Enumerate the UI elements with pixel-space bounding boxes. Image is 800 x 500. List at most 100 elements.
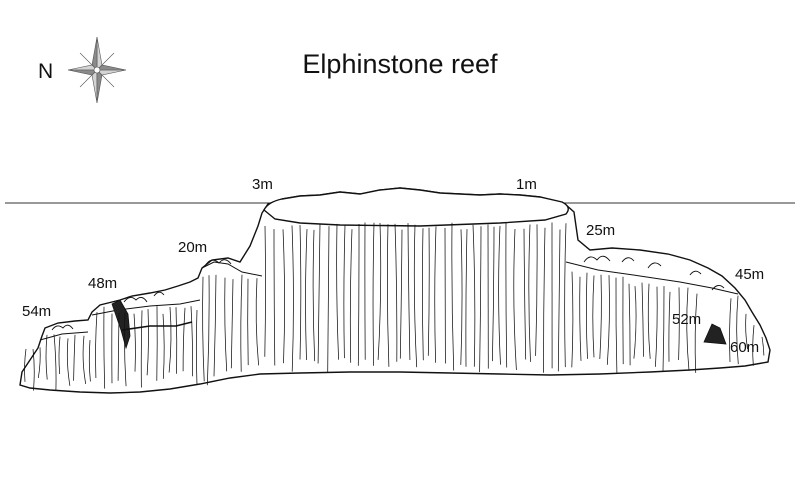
wall-striation: [451, 222, 455, 371]
wall-striation: [492, 226, 495, 362]
depth-label-20m: 20m: [178, 239, 207, 256]
wall-striation: [761, 336, 765, 356]
wall-striation: [349, 229, 353, 363]
wall-striation: [606, 275, 610, 365]
wall-striation: [399, 229, 403, 359]
wall-striation: [53, 334, 57, 391]
wall-striation: [327, 226, 330, 373]
wall-striation: [752, 325, 755, 366]
wall-striation: [678, 287, 680, 361]
wall-striation: [202, 276, 205, 382]
wall-striation: [140, 310, 143, 388]
wall-striation: [146, 309, 149, 376]
depth-label-60m: 60m: [730, 339, 759, 356]
wall-striation: [615, 277, 618, 374]
wall-striation: [95, 312, 98, 379]
wall-striation: [32, 349, 35, 391]
wall-striation: [523, 228, 527, 360]
reef-ledge-east: [565, 261, 739, 295]
wall-striation: [407, 223, 411, 361]
wall-striation: [66, 338, 71, 386]
wall-striation: [343, 225, 346, 359]
reef-plateau: [263, 187, 569, 227]
wall-striation: [317, 223, 321, 364]
wall-striation: [224, 277, 228, 372]
coral-heads: [51, 255, 725, 331]
wall-striation: [535, 224, 538, 356]
wall-striation: [357, 223, 360, 366]
wall-striation: [641, 282, 644, 357]
depth-label-1m: 1m: [516, 176, 537, 193]
wall-striation: [133, 313, 136, 372]
depth-label-25m: 25m: [586, 222, 615, 239]
wall-striation: [124, 311, 127, 387]
wall-striation: [273, 229, 276, 366]
wall-striation: [505, 222, 508, 368]
reef-ledge-54: [39, 331, 89, 341]
wall-striation: [88, 340, 91, 382]
wall-striation: [24, 348, 27, 382]
wall-striation: [413, 224, 418, 368]
wall-striation: [479, 226, 482, 373]
wall-striation: [264, 225, 266, 357]
wall-striation: [736, 295, 739, 365]
reef-wall-striations: [24, 222, 765, 391]
wall-striation: [206, 275, 210, 386]
wall-striation: [282, 229, 285, 364]
reef-crevice-west: [111, 299, 131, 350]
wall-striation: [58, 336, 61, 375]
depth-label-48m: 48m: [88, 275, 117, 292]
wall-striation: [655, 286, 658, 367]
wall-striation: [592, 275, 595, 358]
wall-striation: [240, 274, 243, 372]
depth-label-3m: 3m: [252, 176, 273, 193]
wall-striation: [564, 223, 567, 368]
wall-striation: [472, 224, 476, 367]
wall-striation: [291, 225, 294, 372]
wall-striation: [460, 229, 463, 365]
wall-striation: [117, 312, 120, 381]
wall-striation: [422, 228, 424, 361]
wall-striation: [230, 279, 234, 369]
wall-striation: [168, 306, 172, 373]
wall-striation: [255, 278, 259, 366]
wall-striation: [175, 307, 178, 374]
wall-striation: [387, 224, 390, 367]
wall-striation: [299, 225, 302, 360]
depth-label-45m: 45m: [735, 266, 764, 283]
wall-striation: [745, 313, 748, 349]
wall-striation: [372, 222, 375, 366]
wall-striation: [305, 229, 308, 361]
wall-striation: [37, 347, 41, 378]
wall-striation: [571, 271, 574, 368]
reef-ledge-48: [91, 299, 201, 316]
wall-striation: [394, 223, 398, 362]
wall-striation: [513, 228, 517, 371]
map-title: Elphinstone reef: [302, 49, 498, 79]
wall-striation: [633, 286, 637, 359]
wall-striation: [647, 283, 651, 359]
wall-striation: [434, 226, 437, 363]
wall-striation: [528, 224, 531, 362]
wall-striation: [694, 293, 698, 373]
depth-label-52m: 52m: [672, 311, 701, 328]
reef-ledge-west: [201, 261, 263, 277]
wall-striation: [579, 276, 582, 361]
wall-striation: [195, 309, 198, 385]
depth-label-54m: 54m: [22, 303, 51, 320]
wall-striation: [498, 225, 501, 365]
wall-striation: [465, 229, 468, 367]
wall-striation: [729, 298, 732, 363]
north-label: N: [38, 60, 53, 83]
wall-striation: [103, 306, 106, 389]
wall-striation: [628, 283, 631, 366]
wall-striation: [45, 334, 48, 380]
wall-striation: [182, 307, 186, 372]
wall-striation: [543, 227, 546, 373]
wall-striation: [82, 335, 87, 384]
wall-striation: [585, 272, 588, 359]
wall-striation: [668, 291, 671, 362]
reef-cave: [703, 323, 727, 345]
wall-striation: [336, 223, 339, 360]
